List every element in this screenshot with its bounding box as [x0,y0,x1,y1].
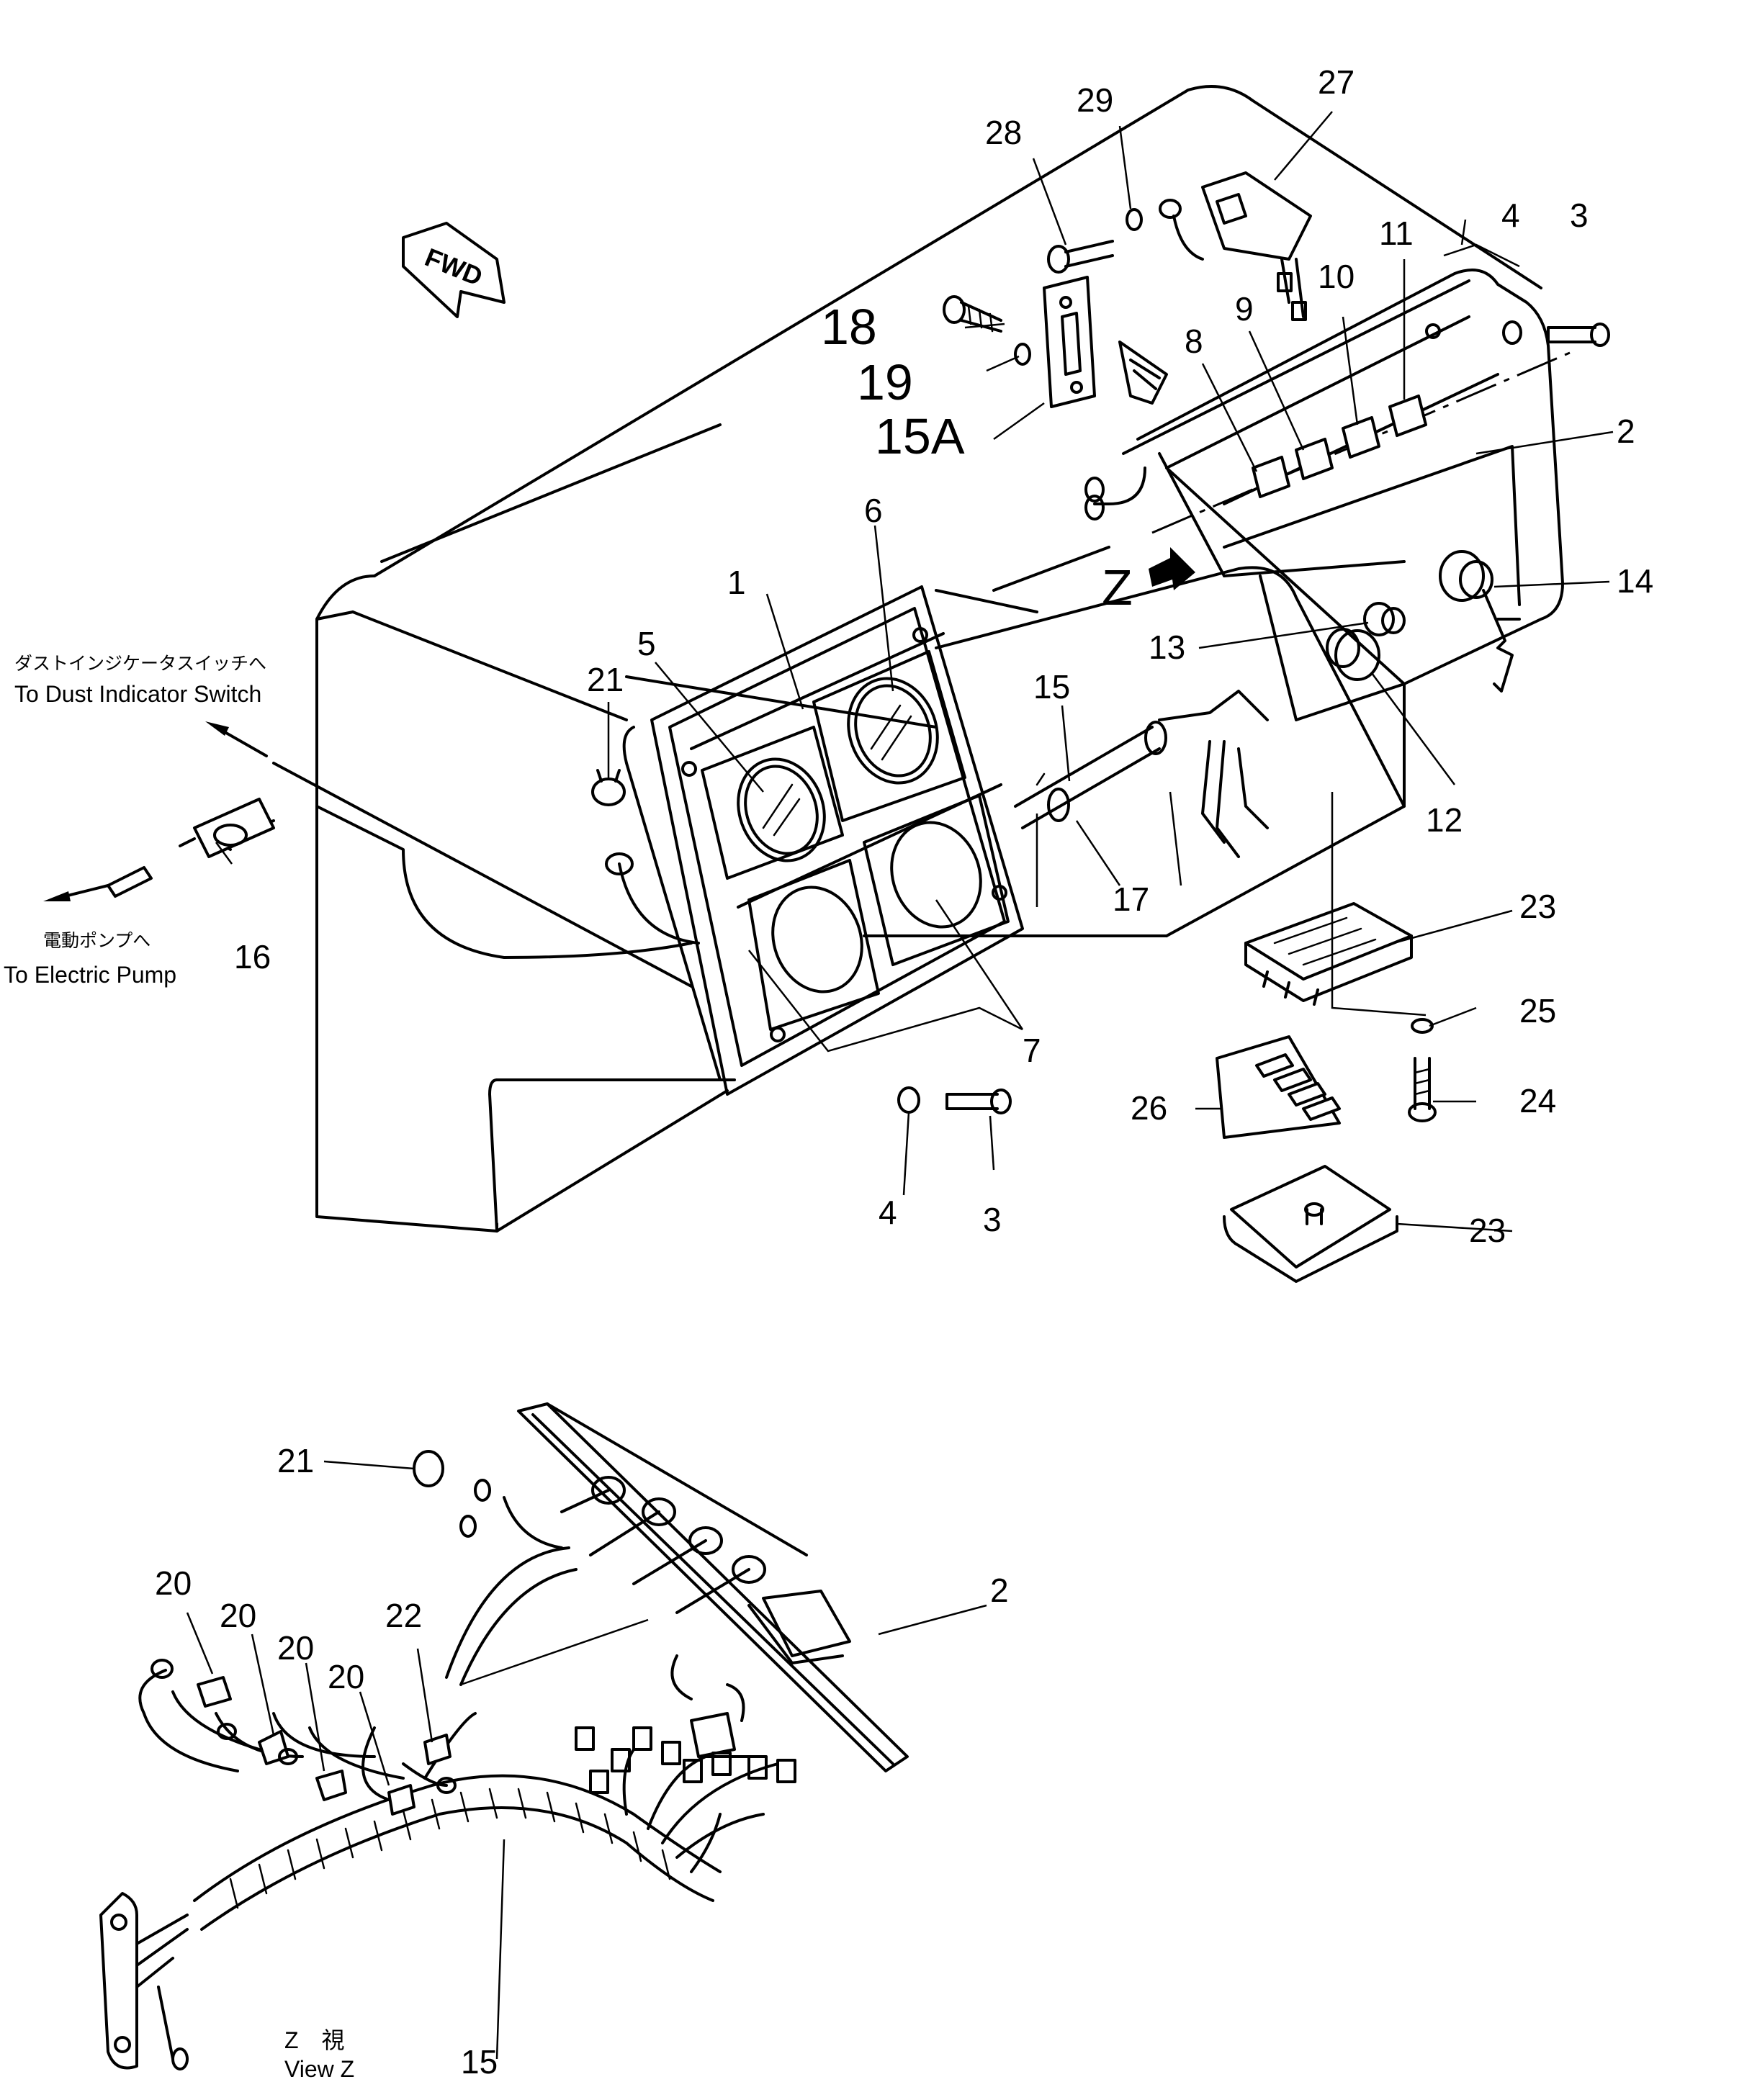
callout-19: 19 [857,354,913,410]
harness-conduit [1014,690,1269,858]
callout-5: 5 [637,625,656,662]
part-4-washer-lower [897,1086,920,1114]
callout-numbers: 1 5 6 7 8 9 10 11 3 4 2 14 13 12 15 17 2… [155,63,1653,2081]
part-28-bolt [1047,240,1114,274]
callout-1: 1 [727,564,746,601]
part-19-washer [1014,343,1031,366]
gauge-5 [737,757,826,862]
fuses-26 [1216,1035,1341,1139]
dust-indicator-note-jp: ダストインジケータスイッチへ [14,654,266,674]
part-15a-plate [1043,276,1096,408]
callout-29: 29 [1077,81,1113,119]
view-z-terminals [151,1450,796,1816]
callout-4-upper: 4 [1501,197,1520,234]
callout-28: 28 [985,114,1022,151]
callout-21-upper: 21 [587,661,624,698]
part-29-washer [1126,208,1143,231]
callout-3-upper: 3 [1570,197,1589,234]
key-switch [1439,550,1521,693]
dashboard-housing [315,85,1564,1232]
callout-26: 26 [1131,1089,1167,1127]
callout-6: 6 [864,492,883,529]
callout-20-b: 20 [220,1597,256,1634]
view-z-panel [517,1402,909,1772]
part-24-bolt [1408,1057,1437,1122]
view-z-switches [560,1476,766,1758]
annotations: ダストインジケータスイッチへ To Dust Indicator Switch … [4,654,354,2082]
terminal-21-upper [591,769,634,875]
callout-14: 14 [1617,562,1653,600]
switch-12-13 [1326,602,1406,681]
gauge-7-left [771,885,863,993]
callout-23-upper: 23 [1519,888,1556,925]
callout-25: 25 [1519,992,1556,1029]
callout-13: 13 [1149,628,1185,666]
fuse-box-23 [1244,902,1413,1006]
callout-21-lower: 21 [277,1442,314,1479]
leader-lines [186,111,1614,2060]
callout-17: 17 [1113,880,1149,918]
callout-11: 11 [1379,215,1414,252]
z-view-label: Z [1102,559,1133,616]
callout-20-a: 20 [155,1564,192,1602]
callout-3-lower: 3 [983,1201,1002,1238]
part-27-relay [1159,171,1312,321]
cover-23 [1223,1165,1398,1283]
callout-4-lower: 4 [879,1194,897,1231]
callout-24: 24 [1519,1082,1556,1119]
z-view-arrow: Z [1102,547,1195,616]
callout-15-upper: 15 [1033,668,1070,706]
instrument-panel [622,585,1024,1096]
view-z-harness [99,1496,779,2070]
part-3-bolt-upper [1547,323,1610,347]
callout-20-c: 20 [277,1629,314,1667]
callout-22: 22 [385,1597,422,1634]
callout-20-d: 20 [328,1658,364,1695]
callout-2-lower: 2 [990,1572,1009,1609]
callout-18: 18 [821,299,877,355]
part-3-bolt-lower [945,1089,1012,1114]
gauge-7-right [890,821,982,929]
callout-23-lower: 23 [1469,1212,1506,1249]
callout-10: 10 [1318,258,1355,295]
dust-indicator-note-en: To Dust Indicator Switch [14,681,261,707]
callout-16: 16 [234,938,271,975]
callout-15a: 15A [875,408,965,464]
part-18-bolt [943,295,1002,333]
callout-9: 9 [1235,290,1254,328]
view-caption-jp: Z 視 [284,2027,345,2053]
callout-15-lower: 15 [461,2043,498,2081]
part-4-washer-upper [1502,320,1522,345]
electric-pump-note-jp: 電動ポンプへ [43,931,151,951]
part-25-washer [1411,1018,1434,1034]
connector-16 [43,798,275,901]
electric-pump-note-en: To Electric Pump [4,962,176,988]
callout-27: 27 [1318,63,1355,101]
fwd-arrow: FWD [402,222,506,318]
callout-12: 12 [1426,801,1463,839]
callout-2: 2 [1617,413,1635,450]
panel-connector [1084,341,1168,521]
view-caption-en: View Z [284,2056,354,2082]
callout-8: 8 [1185,323,1203,360]
switch-row [1252,323,1441,498]
callout-7: 7 [1023,1032,1041,1069]
gauge-6 [847,677,939,785]
